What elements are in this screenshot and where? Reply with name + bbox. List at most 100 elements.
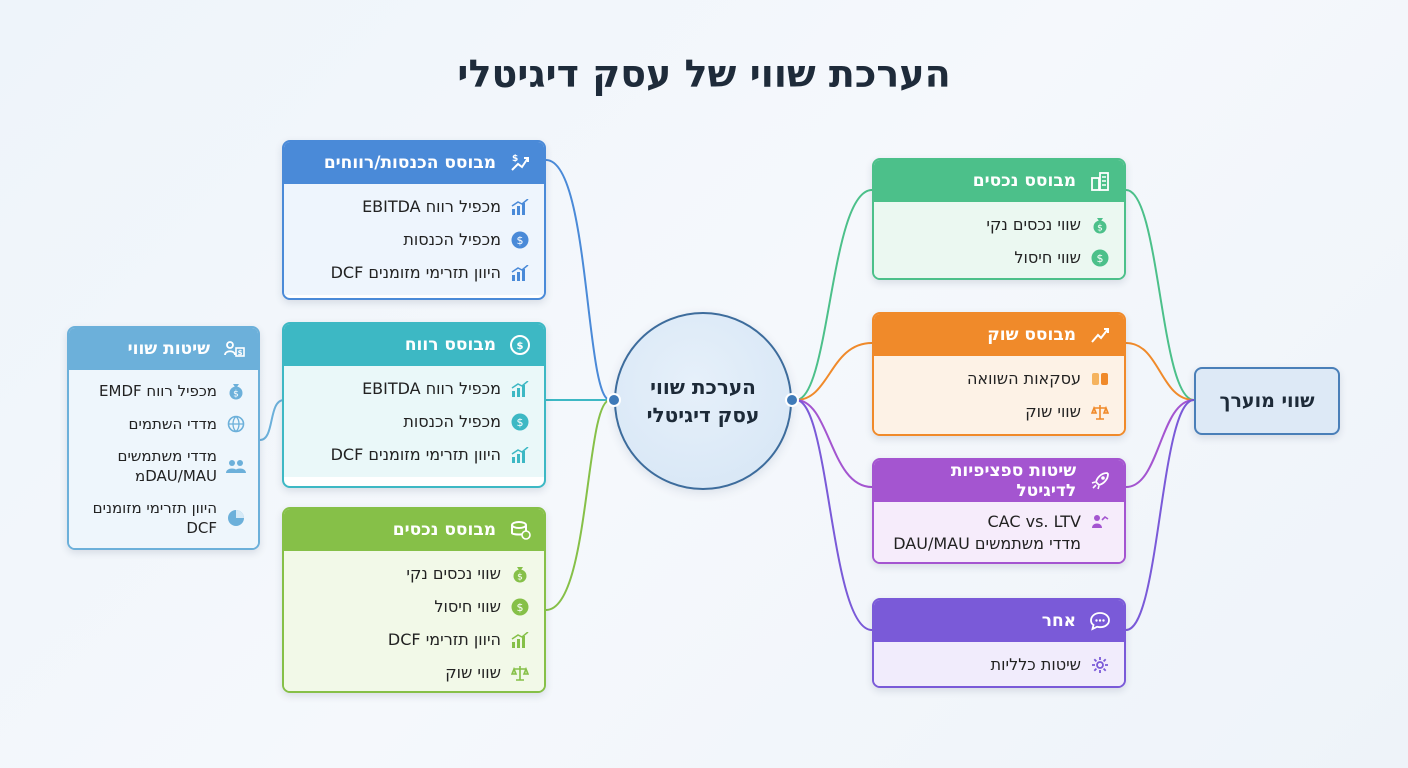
list-item: מדדי משתמשים DAU/MAUמ: [81, 440, 246, 492]
card-header: מבוסס שוק: [874, 314, 1124, 356]
svg-text:$: $: [517, 601, 524, 614]
card-header: מבוסס הכנסות/רווחים $: [284, 142, 544, 184]
compare-icon: [1090, 369, 1110, 389]
card-header-label: מבוסס הכנסות/רווחים: [323, 153, 496, 173]
scale-icon: [510, 663, 530, 683]
bar-chart-icon: [510, 197, 530, 217]
card-assets-based-left: מבוסס נכסים שווי נכסים נקי $ שווי חיסול …: [282, 507, 546, 693]
svg-text:$: $: [233, 389, 239, 399]
diagram-title: הערכת שווי של עסק דיגיטלי: [457, 52, 951, 96]
svg-text:$: $: [512, 154, 518, 164]
card-header: מבוסס רווח $: [284, 324, 544, 366]
connector-out-assets: [1125, 189, 1195, 401]
people-money-icon: $: [222, 337, 246, 361]
list-item: עסקאות השוואה: [888, 362, 1110, 395]
coins-cycle-icon: $: [508, 333, 532, 357]
card-header: אחר: [874, 600, 1124, 642]
list-item: היוון תזרימי מזומנים DCF: [298, 438, 530, 471]
bar-chart-icon: [510, 630, 530, 650]
scale-icon: [1090, 402, 1110, 422]
list-item: מכפיל רווח EBITDA: [298, 372, 530, 405]
gear-icon: [1090, 655, 1110, 675]
card-header: מבוסס נכסים: [874, 160, 1124, 202]
buildings-icon: [1088, 169, 1112, 193]
svg-text:$: $: [238, 349, 243, 357]
list-item: מכפיל הכנסות $: [298, 223, 530, 256]
center-node: הערכת שווי עסק דיגיטלי: [614, 312, 792, 490]
card-header: מבוסס נכסים: [284, 509, 544, 551]
connector-out-digital: [1125, 399, 1195, 488]
connector-out-market: [1125, 342, 1195, 401]
card-other: אחר שיטות כלליות: [872, 598, 1126, 688]
money-bag-icon: $: [1090, 215, 1110, 235]
card-value-methods: שיטות שווי $ מכפיל רווח EMDF $ מדדי השתמ…: [67, 326, 260, 550]
bar-chart-icon: [510, 263, 530, 283]
dollar-coin-icon: $: [510, 597, 530, 617]
card-revenue-based: מבוסס הכנסות/רווחים $ מכפיל רווח EBITDA …: [282, 140, 546, 300]
list-item: שווי נכסים נקי $: [298, 557, 530, 590]
dollar-coin-icon: $: [510, 230, 530, 250]
list-item: שווי חיסול $: [298, 590, 530, 623]
svg-text:$: $: [517, 416, 524, 429]
list-item: היוון תזרימי מזומנים DCF: [298, 256, 530, 289]
dollar-coin-icon: $: [1090, 248, 1110, 268]
money-bag-icon: $: [510, 564, 530, 584]
connector-dot-left: [607, 393, 621, 407]
users-icon: [226, 456, 246, 476]
connector-out-other: [1125, 399, 1195, 631]
card-assets-based-right: מבוסס נכסים שווי נכסים נקי $ שווי חיסול …: [872, 158, 1126, 280]
list-item: שווי שוק: [298, 656, 530, 689]
list-item: מדדי השתמים: [81, 407, 246, 440]
rocket-icon: [1088, 469, 1112, 493]
card-header-label: מבוסס נכסים: [392, 520, 496, 540]
connector-other: [795, 399, 873, 631]
dollar-growth-icon: $: [508, 151, 532, 175]
list-item: שיטות כלליות: [888, 648, 1110, 681]
svg-text:$: $: [1097, 252, 1104, 265]
connector-digital: [795, 399, 873, 488]
card-header: שיטות שווי $: [69, 328, 258, 370]
connector-assets-left: [545, 399, 611, 611]
card-header-label: מבוסס רווח: [404, 335, 496, 355]
list-item: שווי שוק: [888, 395, 1110, 428]
user-stats-icon: [1090, 511, 1110, 531]
pie-chart-icon: [226, 508, 246, 528]
bar-chart-icon: [510, 445, 530, 465]
card-profit-based: מבוסס רווח $ מכפיל רווח EBITDA מכפיל הכנ…: [282, 322, 546, 488]
list-item: מכפיל הכנסות $: [298, 405, 530, 438]
globe-icon: [226, 414, 246, 434]
connector-methods: [259, 399, 285, 441]
card-header-label: שיטות שווי: [127, 339, 210, 359]
connector-dot-right: [785, 393, 799, 407]
list-item: שווי חיסול $: [888, 241, 1110, 274]
market-growth-icon: [1088, 323, 1112, 347]
card-market-based: מבוסס שוק עסקאות השוואה שווי שוק: [872, 312, 1126, 436]
svg-text:$: $: [517, 341, 524, 352]
list-item: מכפיל רווח EBITDA: [298, 190, 530, 223]
chat-bubble-icon: [1088, 609, 1112, 633]
list-item: שווי נכסים נקי $: [888, 208, 1110, 241]
card-digital-specific: שיטות ספציפיות לדיגיטל CAC vs. LTV מדדי …: [872, 458, 1126, 564]
list-item: היוון תזרימי מזומנים DCF: [81, 492, 246, 544]
card-header-label: אחר: [1041, 611, 1076, 631]
list-item: היוון תזרימי DCF: [298, 623, 530, 656]
list-item: מדדי משתמשים DAU/MAU: [893, 533, 1081, 553]
dollar-coin-icon: $: [510, 412, 530, 432]
card-header-label: מבוסס שוק: [987, 325, 1076, 345]
card-header-label: מבוסס נכסים: [972, 171, 1076, 191]
connector-market: [795, 342, 873, 401]
result-node: שווי מוערך: [1194, 367, 1340, 435]
svg-text:$: $: [517, 234, 524, 247]
bar-chart-icon: [510, 379, 530, 399]
money-bag-icon: $: [226, 381, 246, 401]
card-header: שיטות ספציפיות לדיגיטל: [874, 460, 1124, 502]
card-header-label: שיטות ספציפיות לדיגיטל: [950, 461, 1077, 501]
svg-text:$: $: [517, 572, 523, 582]
svg-text:$: $: [1097, 223, 1103, 233]
connector-assets-right: [795, 189, 873, 401]
list-item: מכפיל רווח EMDF $: [81, 374, 246, 407]
list-item: CAC vs. LTV: [888, 510, 1110, 532]
connector-revenue: [545, 159, 611, 401]
coin-stack-icon: [508, 518, 532, 542]
